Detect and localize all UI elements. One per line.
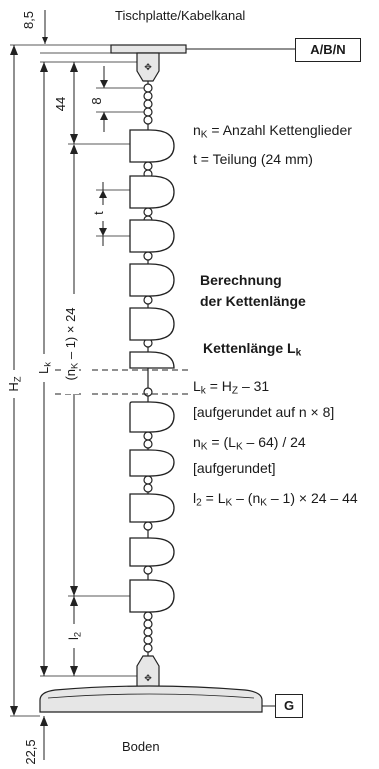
calc-title-1: Berechnung [200,272,282,288]
carrier [129,579,175,613]
carrier [129,537,175,567]
box-top: A/B/N [295,38,361,62]
top-clamp-symbol: ✥ [144,62,152,72]
carrier [129,401,175,433]
floor-base-inner [47,693,255,699]
dim-lk: Lk [36,354,52,382]
dim-44: 44 [53,96,68,112]
carrier [129,175,175,209]
dim-8-5: 8,5 [21,10,36,30]
formula-lk-note: [aufgerundet auf n × 8] [193,404,335,420]
formula-lk: Lk = HZ – 31 [193,378,270,397]
chain-length-heading: Kettenlänge Lk [203,340,302,359]
carrier [129,263,175,297]
calc-title-2: der Kettenlänge [200,293,306,309]
top-clamp [136,52,160,82]
table-plate [110,44,187,54]
formula-l2: l2 = LK – (nK – 1) × 24 – 44 [193,490,358,509]
dim-l2: l2 [66,624,82,648]
carrier [129,219,175,253]
carrier [129,493,175,523]
chain-carriers [129,129,175,613]
dim-hz: HZ [6,370,22,398]
floor-base [39,685,263,713]
bottom-clamp [136,655,160,689]
carrier [129,449,175,477]
dim-t: t [91,205,107,221]
carrier [129,129,175,163]
carrier [129,351,175,369]
top-label: Tischplatte/Kabelkanal [115,8,246,23]
legend-nk: nK = Anzahl Kettenglieder [193,122,352,141]
dim-nk-24: (nK – 1) × 24 [63,294,79,394]
formula-nk-note: [aufgerundet] [193,460,276,476]
dim-8: 8 [89,97,104,105]
dim-22-5: 22,5 [23,739,38,765]
legend-t: t = Teilung (24 mm) [193,151,313,167]
chain-length-band [188,332,378,366]
box-bottom: G [275,694,303,718]
bottom-clamp-symbol: ✥ [144,673,152,683]
bottom-label: Boden [122,739,160,754]
formula-nk: nK = (LK – 64) / 24 [193,434,306,453]
carrier [129,307,175,341]
